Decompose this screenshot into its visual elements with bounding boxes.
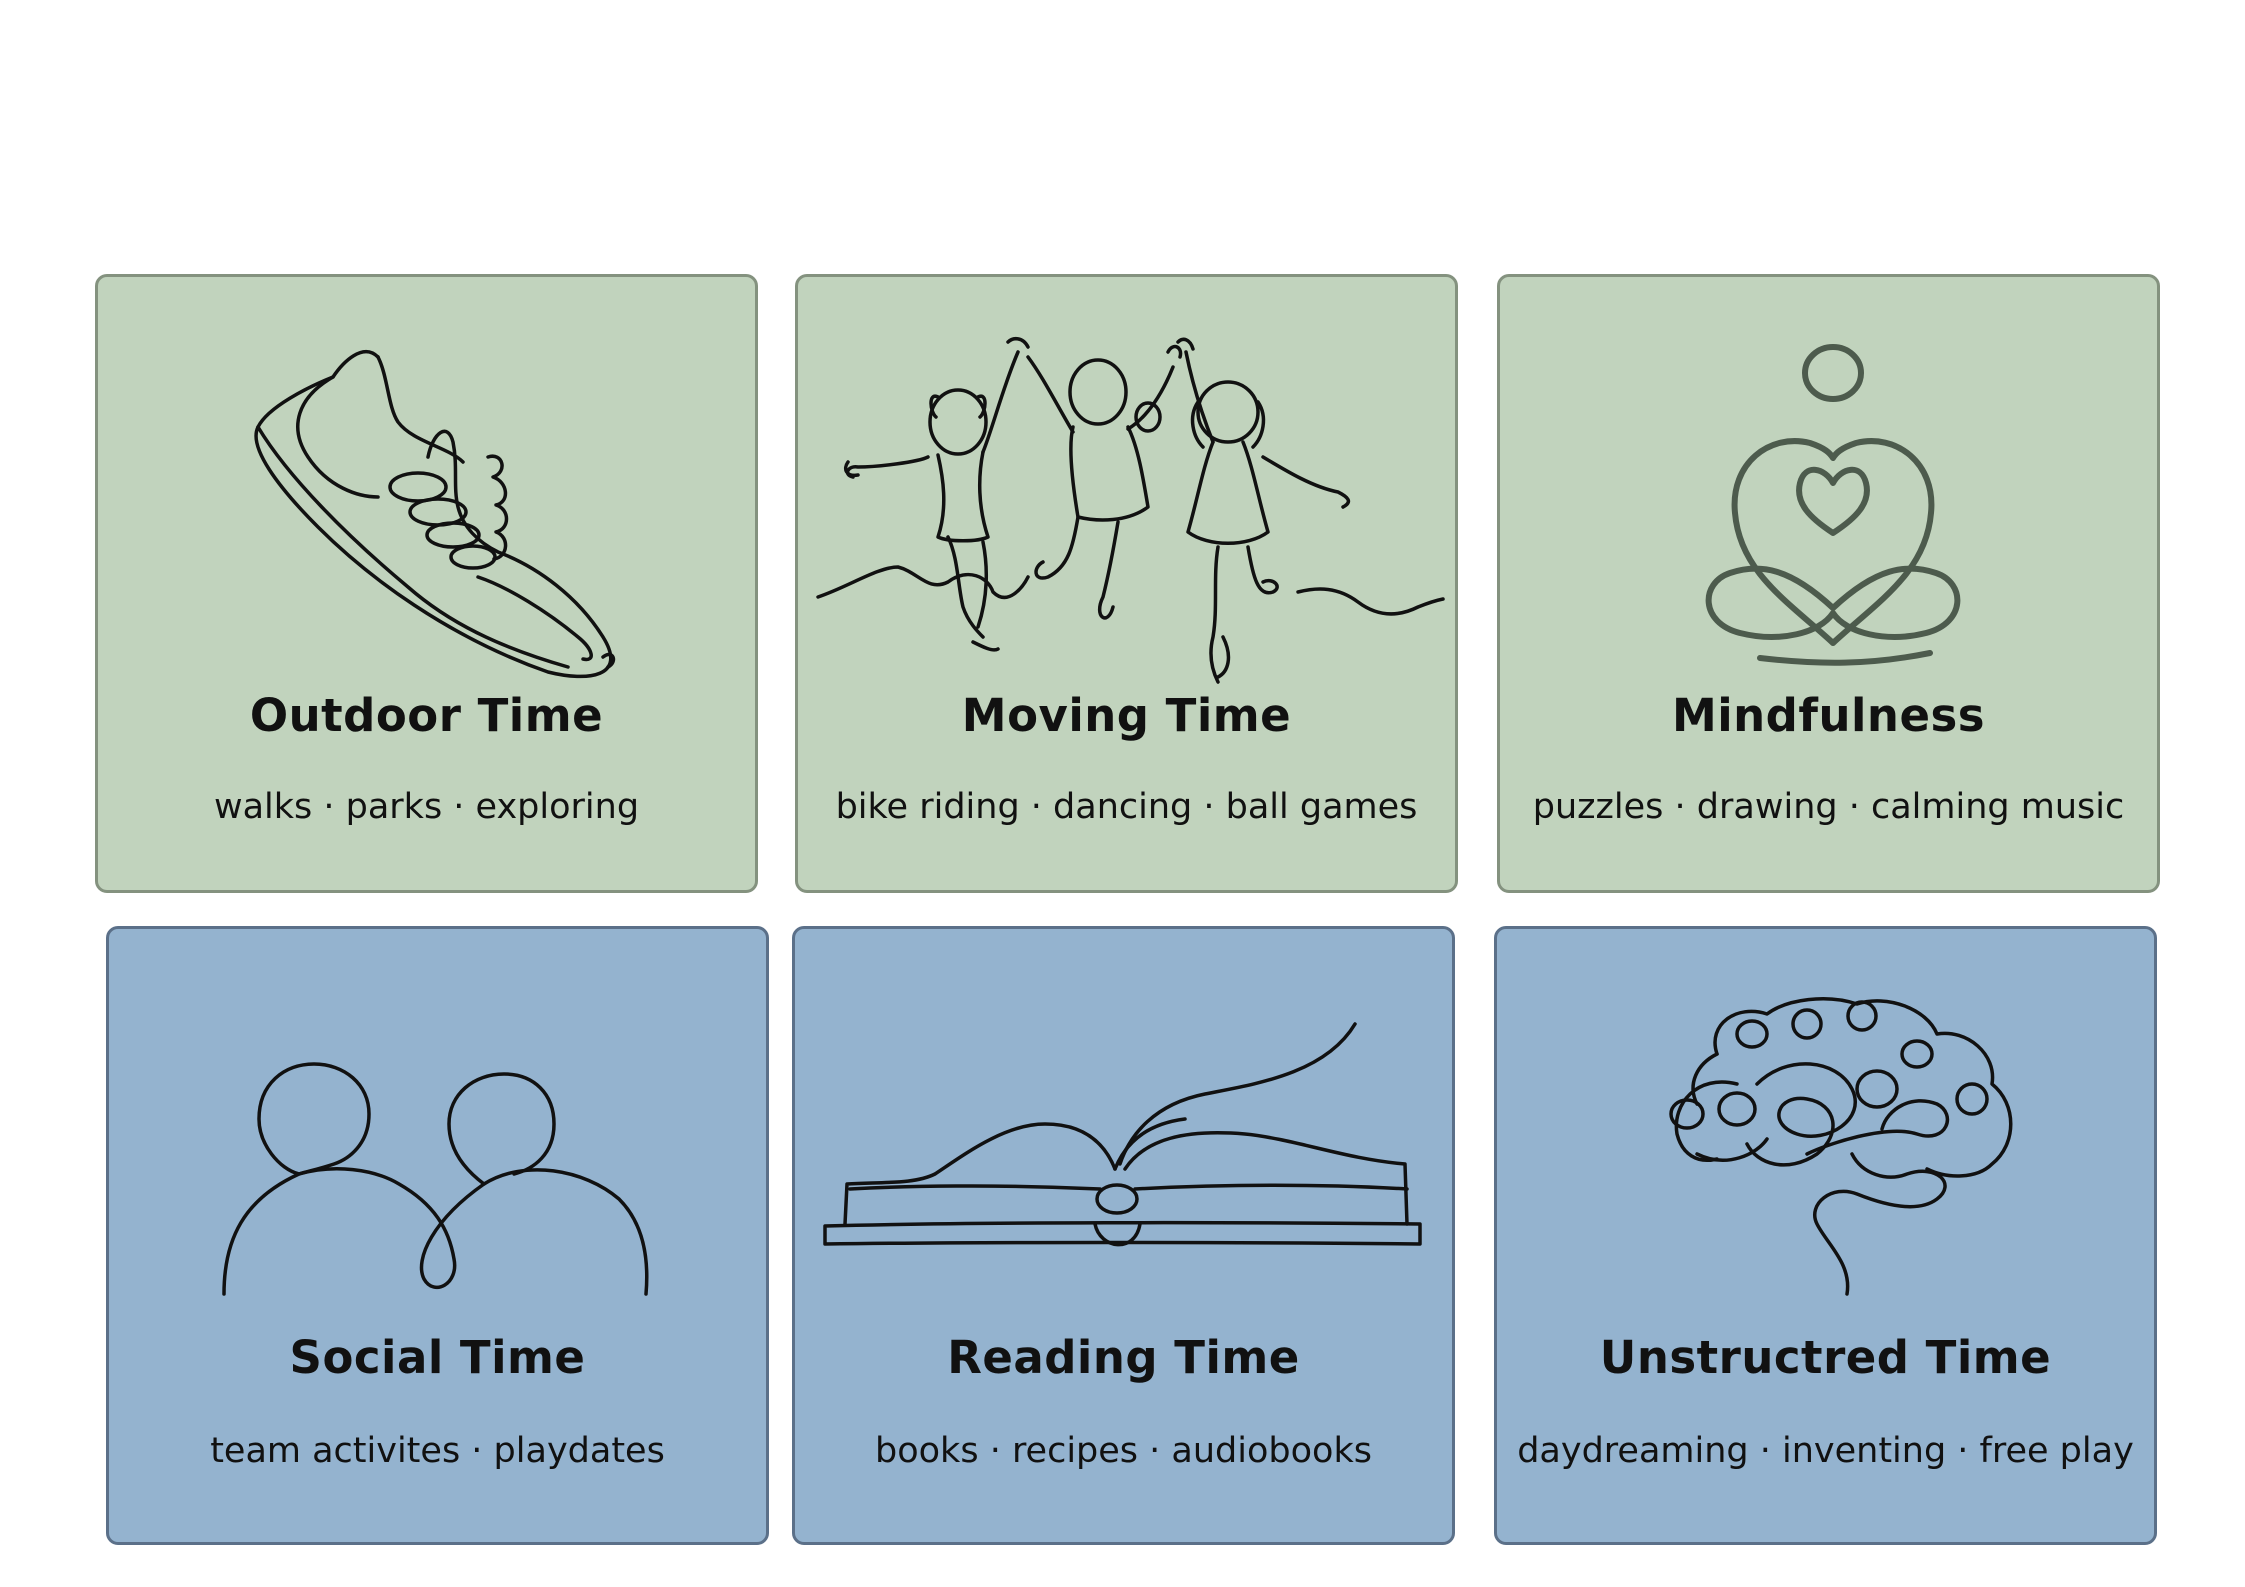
card-outdoor-time: Outdoor Time walks · parks · exploring [95,274,758,893]
card-subtitle: daydreaming · inventing · free play [1517,1431,2134,1471]
card-subtitle: books · recipes · audiobooks [875,1431,1372,1471]
card-title: Unstructred Time [1599,1331,2052,1384]
card-subtitle: team activites · playdates [210,1431,665,1471]
card-title: Outdoor Time [249,689,604,742]
card-title: Moving Time [961,689,1292,742]
card-subtitle: walks · parks · exploring [213,787,640,827]
card-social-time: Social Time team activites · playdates [106,926,769,1545]
card-unstructured-time: Unstructred Time daydreaming · inventing… [1494,926,2157,1545]
card-reading-time: Reading Time books · recipes · audiobook… [792,926,1455,1545]
card-title: Mindfulness [1671,689,1986,742]
card-title: Social Time [289,1331,586,1384]
card-mindfulness: Mindfulness puzzles · drawing · calming … [1497,274,2160,893]
card-subtitle: bike riding · dancing · ball games [835,787,1418,827]
card-moving-time: Moving Time bike riding · dancing · ball… [795,274,1458,893]
card-title: Reading Time [947,1331,1300,1384]
card-subtitle: puzzles · drawing · calming music [1532,787,2125,827]
